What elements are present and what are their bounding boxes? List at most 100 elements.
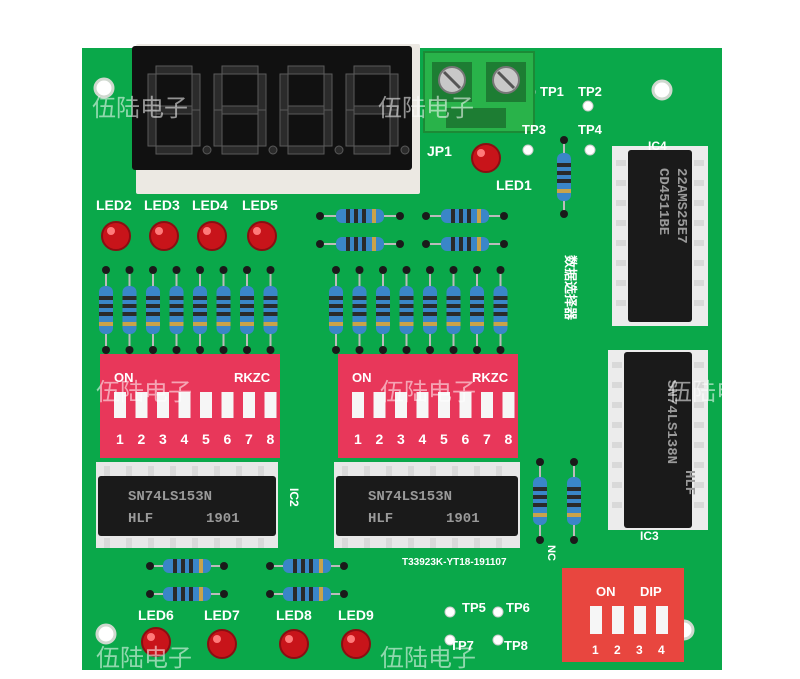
resistor — [567, 458, 581, 544]
dip-toggle[interactable] — [612, 606, 624, 634]
dip-toggle[interactable] — [200, 392, 212, 418]
resistor — [146, 587, 228, 601]
chip-pin — [192, 466, 198, 476]
chip-pin — [694, 502, 704, 508]
led-led2: LED2 — [96, 197, 132, 251]
chip-pin — [342, 538, 348, 548]
dip-toggle[interactable] — [114, 392, 126, 418]
chip-pin — [612, 362, 622, 368]
dip-toggle[interactable] — [590, 606, 602, 634]
test-point-pad[interactable] — [584, 144, 596, 156]
dip-toggle[interactable] — [243, 392, 255, 418]
dip-number: 1 — [592, 643, 599, 657]
chip-pin — [104, 466, 110, 476]
led-label: LED2 — [96, 197, 132, 213]
nc-label: NC — [545, 545, 557, 561]
resistor — [240, 266, 254, 354]
chip-pin — [386, 538, 392, 548]
test-point-pad[interactable] — [444, 634, 456, 646]
tp6-label: TP6 — [506, 600, 530, 615]
chip-pin — [214, 466, 220, 476]
chip-pin — [386, 466, 392, 476]
dip-number: 2 — [376, 431, 384, 447]
dip-toggle[interactable] — [481, 392, 493, 418]
resistor — [146, 559, 228, 573]
chip-pin — [694, 200, 704, 206]
dip-toggle[interactable] — [459, 392, 472, 418]
chip-pin — [616, 240, 626, 246]
watermark: 伍陆电子 — [96, 378, 192, 406]
chip-pin — [474, 466, 480, 476]
ic4-label: IC4 — [648, 139, 667, 153]
dip-toggle[interactable] — [395, 392, 407, 418]
dip-toggle[interactable] — [373, 392, 386, 418]
dip-toggle[interactable] — [352, 392, 364, 418]
watermark: 伍陆电子 — [380, 644, 476, 672]
dip-number: 5 — [202, 431, 210, 447]
chip-pin — [452, 538, 458, 548]
test-point-pad[interactable] — [522, 144, 534, 156]
seven-segment-display — [132, 44, 420, 194]
dip-number: 8 — [267, 431, 275, 447]
resistor — [122, 266, 137, 354]
ic3-marking: SN74LS138N — [663, 380, 679, 464]
chip-pin — [694, 442, 704, 448]
tp8-label: TP8 — [504, 638, 528, 653]
dip-toggle[interactable] — [264, 392, 277, 418]
dip-toggle[interactable] — [416, 392, 429, 418]
chip-pin — [694, 362, 704, 368]
test-point-pad[interactable] — [582, 100, 594, 112]
chip-pin — [452, 466, 458, 476]
mounting-hole — [95, 623, 117, 645]
dip-toggle[interactable] — [502, 392, 515, 418]
dip-number: 6 — [462, 431, 470, 447]
dip-toggle[interactable] — [178, 392, 191, 418]
display-digit — [147, 65, 212, 155]
led-label: LED1 — [496, 177, 532, 193]
chip-pin — [364, 538, 370, 548]
dip-toggle[interactable] — [135, 392, 148, 418]
tp5-label: TP5 — [462, 600, 486, 615]
dip-toggle[interactable] — [656, 606, 668, 634]
chip-pin — [126, 466, 132, 476]
chip-pin — [192, 538, 198, 548]
led-label: LED8 — [276, 607, 312, 623]
ic3-chip: SN74LS138N HLF IC3 — [608, 350, 708, 543]
chip-pin — [694, 240, 704, 246]
led-led1: LED1 — [471, 143, 532, 193]
dip-number: 4 — [181, 431, 189, 447]
dip-number: 3 — [397, 431, 405, 447]
resistor — [193, 266, 207, 354]
watermark: 伍陆电子 — [380, 378, 476, 406]
dip-toggle[interactable] — [438, 392, 450, 418]
dip-number: 6 — [224, 431, 232, 447]
dip-toggle[interactable] — [634, 606, 646, 634]
test-point-pad[interactable] — [444, 606, 456, 618]
ic1-chip: SN74LS153N HLF 1901 — [334, 462, 520, 548]
dip-toggle[interactable] — [221, 392, 234, 418]
dip-toggle[interactable] — [157, 392, 169, 418]
led-led6: LED6 — [138, 607, 174, 657]
ic1-marking: SN74LS153N — [368, 489, 452, 505]
heading-chinese: 数据选择器 — [563, 255, 578, 321]
chip-pin — [612, 422, 622, 428]
led-label: LED5 — [242, 197, 278, 213]
chip-pin — [616, 160, 626, 166]
dip-number: 3 — [636, 643, 643, 657]
led-label: LED4 — [192, 197, 228, 213]
chip-pin — [694, 402, 704, 408]
resistor — [316, 237, 404, 251]
chip-pin — [258, 538, 264, 548]
test-point-pad[interactable] — [492, 606, 504, 618]
chip-pin — [126, 538, 132, 548]
test-point-pad[interactable] — [492, 634, 504, 646]
chip-pin — [612, 462, 622, 468]
resistor — [423, 266, 437, 354]
display-digit — [213, 65, 278, 155]
